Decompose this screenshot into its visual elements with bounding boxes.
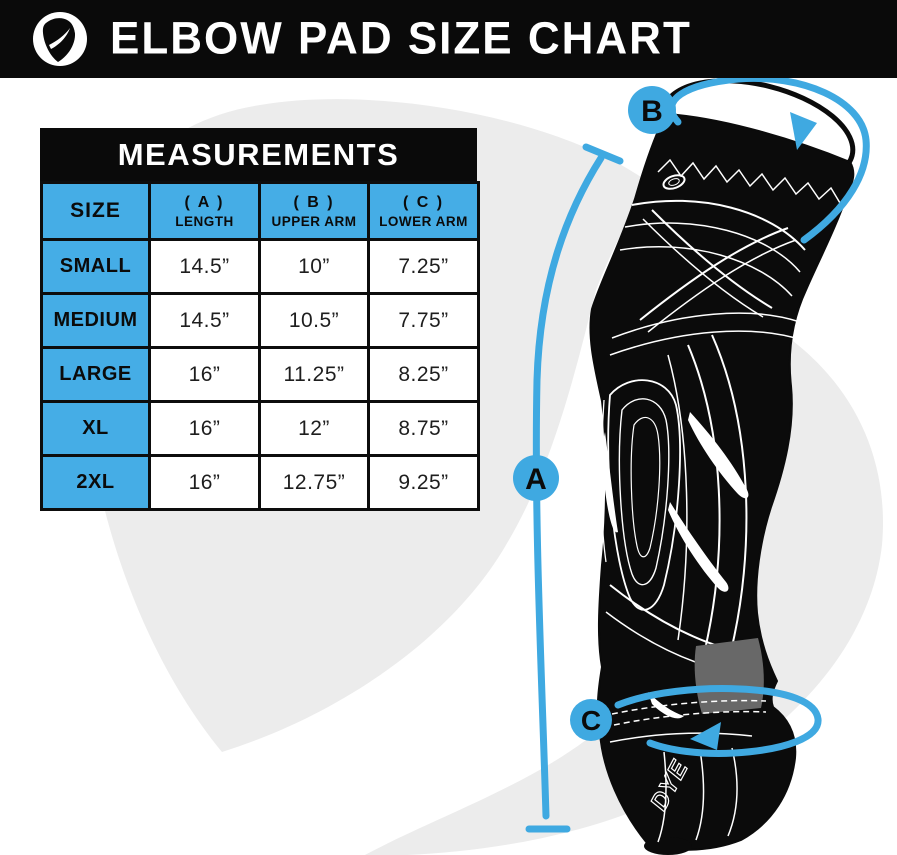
upper-arm-value: 12”	[258, 400, 370, 457]
svg-text:C: C	[581, 705, 601, 736]
length-value: 16”	[148, 454, 261, 511]
length-value: 16”	[148, 400, 261, 457]
arrowhead-b	[790, 112, 817, 150]
pad-cuff-lines	[609, 732, 753, 843]
marker-b: B	[628, 86, 676, 134]
size-label: LARGE	[40, 346, 151, 403]
pad-strap-patch	[694, 638, 764, 714]
col-header-upper-arm: ( B ) UPPER ARM	[258, 181, 370, 241]
dye-logo-icon	[33, 12, 87, 66]
length-value: 14.5”	[148, 238, 261, 295]
pad-body	[589, 113, 855, 851]
header-bar: ELBOW PAD SIZE CHART	[0, 0, 897, 78]
arrowhead-c	[690, 722, 721, 750]
table-row: MEDIUM 14.5” 10.5” 7.75”	[40, 292, 480, 349]
pad-upper-panels	[609, 199, 806, 356]
col-header-size: SIZE	[40, 181, 151, 241]
pad-elbow-ridges	[594, 379, 681, 611]
lower-arm-value: 8.25”	[367, 346, 480, 403]
table-row: SMALL 14.5” 10” 7.25”	[40, 238, 480, 295]
length-value: 16”	[148, 346, 261, 403]
size-label: 2XL	[40, 454, 151, 511]
table-header-row: SIZE ( A ) LENGTH ( B ) UPPER ARM ( C ) …	[40, 181, 480, 241]
length-value: 14.5”	[148, 292, 261, 349]
lower-arm-value: 8.75”	[367, 400, 480, 457]
pad-highlights	[602, 412, 749, 719]
page-title: ELBOW PAD SIZE CHART	[110, 13, 692, 64]
upper-arm-value: 12.75”	[258, 454, 370, 511]
marker-a: A	[513, 455, 559, 501]
table-row: LARGE 16” 11.25” 8.25”	[40, 346, 480, 403]
size-label: XL	[40, 400, 151, 457]
pad-grommet	[662, 174, 686, 190]
svg-text:B: B	[641, 95, 663, 128]
size-label: MEDIUM	[40, 292, 151, 349]
lower-arm-value: 9.25”	[367, 454, 480, 511]
upper-arm-value: 10.5”	[258, 292, 370, 349]
svg-text:A: A	[525, 463, 547, 496]
measure-arc-b	[668, 74, 870, 244]
marker-c: C	[570, 699, 612, 741]
measure-line-a	[525, 143, 624, 833]
lower-arm-value: 7.25”	[367, 238, 480, 295]
measurements-table: MEASUREMENTS SIZE ( A ) LENGTH ( B ) UPP…	[40, 128, 480, 511]
elbow-pad-illustration: DYE	[589, 78, 856, 855]
measure-arc-c	[614, 685, 822, 757]
col-header-length: ( A ) LENGTH	[148, 181, 261, 241]
table-row: XL 16” 12” 8.75”	[40, 400, 480, 457]
col-header-lower-arm: ( C ) LOWER ARM	[367, 181, 480, 241]
upper-arm-value: 11.25”	[258, 346, 370, 403]
table-title: MEASUREMENTS	[40, 128, 477, 181]
upper-arm-value: 10”	[258, 238, 370, 295]
lower-arm-value: 7.75”	[367, 292, 480, 349]
table-row: 2XL 16” 12.75” 9.25”	[40, 454, 480, 511]
pad-stitching	[657, 158, 841, 204]
size-label: SMALL	[40, 238, 151, 295]
measurement-annotations: A B C	[513, 74, 870, 833]
